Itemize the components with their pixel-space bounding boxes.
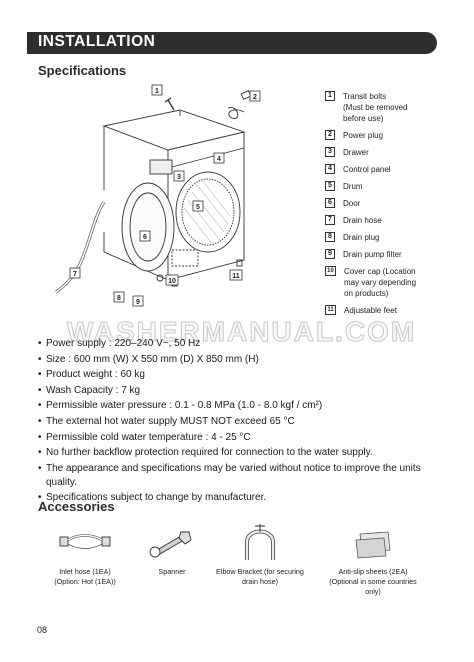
accessory-elbow-bracket: Elbow Bracket (for securing drain hose) — [205, 520, 315, 610]
spec-item: No further backflow protection required … — [38, 446, 438, 460]
accessory-label: Inlet hose (1EA) (Option: Hot (1EA)) — [54, 567, 116, 586]
spanner-icon — [149, 531, 192, 558]
spec-item: The appearance and specifications may be… — [38, 462, 438, 490]
callout-6: 6 — [139, 230, 151, 242]
svg-text:1: 1 — [155, 88, 159, 95]
svg-text:10: 10 — [168, 278, 176, 285]
accessory-label: Elbow Bracket (for securing drain hose) — [216, 567, 304, 586]
callout-4: 4 — [213, 152, 225, 164]
svg-text:7: 7 — [73, 271, 77, 278]
callout-1: 1 — [151, 84, 163, 96]
accessory-label: Spanner — [158, 567, 186, 576]
spec-item: Permissible water pressure : 0.1 - 0.8 M… — [38, 399, 438, 413]
svg-text:4: 4 — [217, 156, 221, 163]
callout-11: 11 — [229, 269, 243, 281]
spec-item: Specifications subject to change by manu… — [38, 491, 438, 505]
svg-text:2: 2 — [253, 94, 257, 101]
accessory-inlet-hose: Inlet hose (1EA) (Option: Hot (1EA)) — [30, 520, 140, 610]
anti-slip-sheets-icon — [355, 531, 391, 559]
svg-text:3: 3 — [177, 174, 181, 181]
callout-8: 8 — [113, 291, 125, 303]
svg-text:9: 9 — [136, 299, 140, 306]
spec-item: Size : 600 mm (W) X 550 mm (D) X 850 mm … — [38, 353, 438, 367]
accessory-label: Anti-slip sheets (2EA) (Optional in some… — [329, 567, 417, 596]
spec-item: Power supply : 220–240 V~, 50 Hz — [38, 337, 438, 351]
specifications-list: Power supply : 220–240 V~, 50 Hz Size : … — [38, 337, 438, 507]
spec-item: Product weight : 60 kg — [38, 368, 438, 382]
accessory-anti-slip-sheets: Anti-slip sheets (2EA) (Optional in some… — [318, 520, 428, 610]
callout-9: 9 — [132, 295, 144, 307]
svg-text:8: 8 — [117, 295, 121, 302]
callout-2: 2 — [249, 90, 261, 102]
accessory-spanner: Spanner — [117, 520, 227, 610]
spec-item: The external hot water supply MUST NOT e… — [38, 415, 438, 429]
washing-machine-diagram: 1 2 3 4 5 6 7 8 9 10 11 — [55, 84, 261, 307]
section-header: INSTALLATION — [27, 32, 437, 54]
svg-text:5: 5 — [196, 204, 200, 211]
svg-text:11: 11 — [232, 273, 240, 280]
section-header-title: INSTALLATION — [38, 33, 156, 50]
specifications-title: Specifications — [38, 63, 127, 78]
accessories-title: Accessories — [38, 499, 115, 514]
callout-7: 7 — [69, 267, 81, 279]
spec-item: Permissible cold water temperature : 4 -… — [38, 431, 438, 445]
callout-3: 3 — [173, 170, 185, 182]
spec-item: Wash Capacity : 7 kg — [38, 384, 438, 398]
elbow-bracket-icon — [245, 524, 275, 560]
callout-10: 10 — [165, 274, 179, 286]
inlet-hose-icon — [59, 534, 111, 549]
page-number: 08 — [37, 625, 48, 635]
svg-text:6: 6 — [143, 234, 147, 241]
callout-5: 5 — [192, 200, 204, 212]
